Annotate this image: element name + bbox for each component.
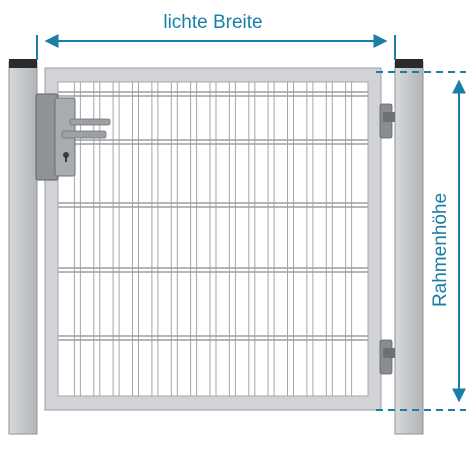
lock-bolt-lower (61, 130, 107, 139)
mesh-vertical-bar (267, 81, 275, 397)
mesh-vertical-bar (345, 81, 353, 397)
mesh-vertical-bar (93, 81, 101, 397)
mesh-vertical-bar (248, 81, 256, 397)
lock-bolt-upper (69, 118, 111, 126)
hinge-bottom (379, 339, 395, 375)
mesh-vertical-bar (151, 81, 159, 397)
left-post-cap (9, 59, 37, 68)
left-post (8, 59, 38, 435)
mesh-vertical-bar (73, 81, 81, 397)
height-dimension: Rahmenhöhe (376, 71, 466, 411)
right-post (394, 59, 424, 435)
width-label: lichte Breite (163, 12, 262, 33)
width-dimension: lichte Breite (36, 12, 396, 60)
mesh-vertical-bar (170, 81, 178, 397)
height-label: Rahmenhöhe (430, 193, 451, 307)
mesh-vertical-bar (190, 81, 198, 397)
mesh-panel (58, 81, 368, 397)
mesh-vertical-bar (132, 81, 139, 397)
keyhole-icon (63, 152, 69, 158)
mesh-vertical-bar (228, 81, 236, 397)
mesh-vertical-bar (325, 81, 333, 397)
lock-box (35, 93, 111, 181)
hinge-top (379, 103, 395, 139)
right-post-cap (395, 59, 423, 68)
mesh-vertical-bar (306, 81, 314, 397)
mesh-vertical-bar (209, 81, 217, 397)
mesh-vertical-bar (112, 81, 120, 397)
mesh-vertical-bar (287, 81, 294, 397)
